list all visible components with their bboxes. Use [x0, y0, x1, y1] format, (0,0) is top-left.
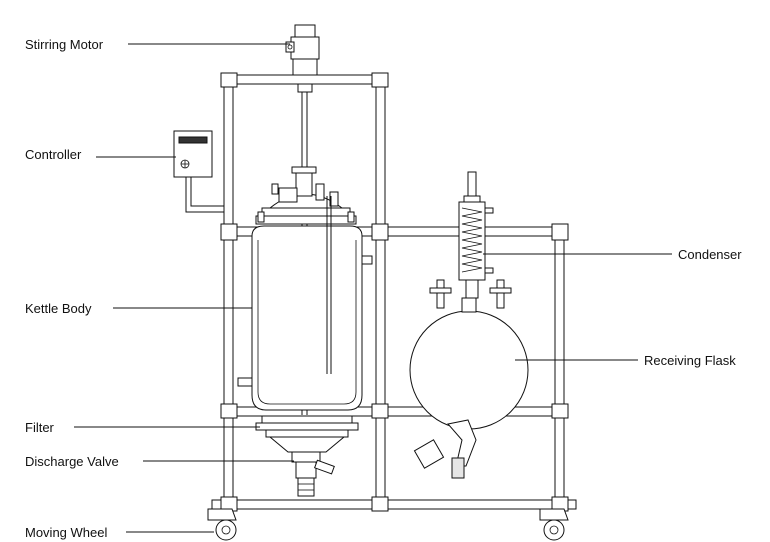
label-stirring-motor: Stirring Motor	[25, 37, 104, 52]
condenser	[458, 171, 494, 299]
discharge-valve	[291, 451, 335, 497]
label-moving-wheel: Moving Wheel	[25, 525, 107, 540]
label-filter: Filter	[25, 420, 55, 435]
support-frame	[211, 72, 577, 512]
filter-plate	[255, 415, 359, 453]
label-receiving-flask: Receiving Flask	[644, 353, 736, 368]
labels: Stirring Motor Controller Kettle Body Fi…	[25, 37, 742, 540]
kettle-body	[237, 166, 373, 411]
leader-lines	[74, 43, 672, 533]
stirring-motor	[285, 24, 320, 93]
label-kettle-body: Kettle Body	[25, 301, 92, 316]
moving-wheel-right	[539, 508, 569, 541]
label-condenser: Condenser	[678, 247, 742, 262]
controller-box	[173, 130, 224, 213]
moving-wheel-left	[207, 508, 237, 541]
label-controller: Controller	[25, 147, 82, 162]
receiving-flask	[409, 279, 529, 479]
label-discharge-valve: Discharge Valve	[25, 454, 119, 469]
